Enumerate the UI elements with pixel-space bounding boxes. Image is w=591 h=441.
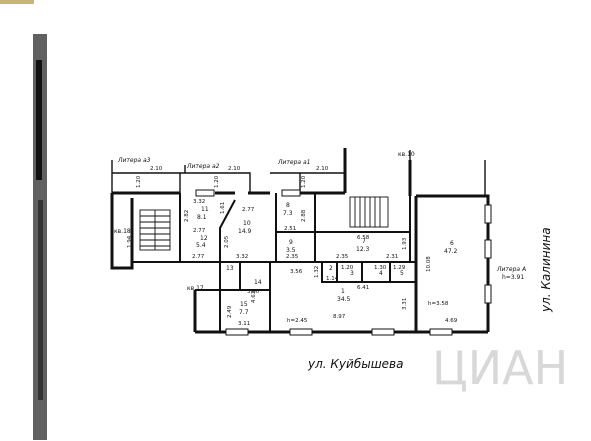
liter-a3-label: Литера а3: [117, 157, 151, 164]
room-number: 10: [243, 220, 251, 227]
room-area: 5.4: [196, 242, 206, 249]
height-label: h=2.45: [287, 318, 308, 324]
room-area: 8.1: [197, 214, 207, 221]
room-area: 14.9: [238, 228, 252, 235]
watermark: ЦИАН: [432, 341, 568, 395]
svg-text:1.32: 1.32: [314, 266, 320, 278]
street-south-label: ул. Куйбышева: [307, 357, 403, 371]
room-number: 8: [286, 202, 290, 209]
svg-text:2.31: 2.31: [386, 254, 398, 260]
svg-text:1.20: 1.20: [214, 175, 220, 188]
apartment-kv10: кв.10: [398, 151, 415, 158]
svg-text:1.20: 1.20: [136, 175, 142, 188]
svg-text:3.32: 3.32: [236, 254, 248, 260]
svg-text:4.69: 4.69: [445, 318, 458, 324]
room-number: 13: [226, 265, 234, 272]
room-area: 47.2: [444, 248, 458, 255]
room-number: 7: [362, 238, 366, 245]
apartment-kv17: кв.17: [187, 285, 204, 292]
svg-text:6.41: 6.41: [357, 285, 369, 291]
svg-text:3.11: 3.11: [238, 321, 250, 327]
svg-text:3.56: 3.56: [290, 269, 303, 275]
liter-extensions: [111, 150, 486, 196]
svg-text:2.10: 2.10: [228, 166, 241, 172]
svg-text:2.51: 2.51: [284, 226, 296, 232]
room-area: 7.7: [239, 309, 249, 316]
room-number: 15: [240, 301, 248, 308]
svg-text:1.20: 1.20: [341, 265, 354, 271]
svg-text:1.94: 1.94: [127, 235, 133, 248]
svg-text:1.93: 1.93: [402, 237, 408, 250]
svg-text:2.82: 2.82: [184, 210, 190, 222]
svg-text:4.63: 4.63: [251, 290, 257, 303]
street-east-label: ул. Калинина: [539, 227, 553, 313]
liter-a1-label: Литера а1: [277, 159, 310, 166]
room-area: 3.5: [286, 247, 296, 254]
liter-a-height: h=3.91: [502, 274, 524, 281]
height-label: h=3.58: [428, 301, 449, 307]
svg-text:1.61: 1.61: [220, 202, 226, 214]
svg-text:2.88: 2.88: [301, 209, 307, 222]
svg-text:1.29: 1.29: [393, 265, 406, 271]
room-number: 3: [350, 270, 354, 277]
staircase-left: [139, 209, 171, 251]
room-number: 14: [254, 279, 262, 286]
windows: [195, 189, 492, 336]
corner-mark: [0, 0, 34, 4]
room-number: 4: [379, 270, 383, 277]
svg-text:2.10: 2.10: [150, 166, 163, 172]
room-number: 2: [329, 265, 333, 272]
interior-walls: [132, 193, 416, 332]
room-labels: 11 8.1 12 5.4 10 14.9 8 7.3 9 3.5 7 12.3…: [196, 202, 458, 316]
room-number: 11: [201, 206, 209, 213]
room-area: 34.5: [337, 296, 351, 303]
svg-text:2.05: 2.05: [224, 235, 230, 248]
room-area: 7.3: [283, 210, 293, 217]
svg-text:10.08: 10.08: [426, 256, 432, 272]
svg-text:2.35: 2.35: [336, 254, 349, 260]
liter-a2-label: Литера а2: [186, 163, 220, 170]
svg-text:8.97: 8.97: [333, 314, 346, 320]
room-number: 5: [400, 270, 404, 277]
svg-text:1.30: 1.30: [374, 265, 387, 271]
svg-text:3.32: 3.32: [193, 199, 205, 205]
svg-text:3.00: 3.00: [247, 289, 260, 295]
staircase-top: [349, 196, 389, 228]
dimension-labels: 2.10 2.10 2.10 1.20 1.20 1.20 3.32 2.82 …: [127, 166, 458, 327]
svg-text:3.31: 3.31: [402, 298, 408, 310]
room-number: 12: [200, 235, 208, 242]
room-area: 12.3: [356, 246, 370, 253]
svg-text:2.10: 2.10: [316, 166, 329, 172]
svg-text:1.14: 1.14: [326, 276, 339, 282]
svg-text:2.77: 2.77: [192, 254, 205, 260]
room-number: 1: [341, 288, 345, 295]
svg-text:6.58: 6.58: [357, 235, 370, 241]
svg-text:1.20: 1.20: [301, 175, 307, 188]
svg-text:2.35: 2.35: [286, 254, 299, 260]
room-number: 6: [450, 240, 454, 247]
apartment-kv18: кв.18: [114, 228, 131, 235]
svg-text:2.49: 2.49: [227, 305, 233, 318]
liter-a-label: Литера А: [496, 266, 526, 273]
room-number: 9: [289, 239, 293, 246]
svg-text:2.77: 2.77: [242, 207, 255, 213]
svg-text:2.77: 2.77: [193, 228, 206, 234]
scan-edge: [33, 34, 47, 440]
